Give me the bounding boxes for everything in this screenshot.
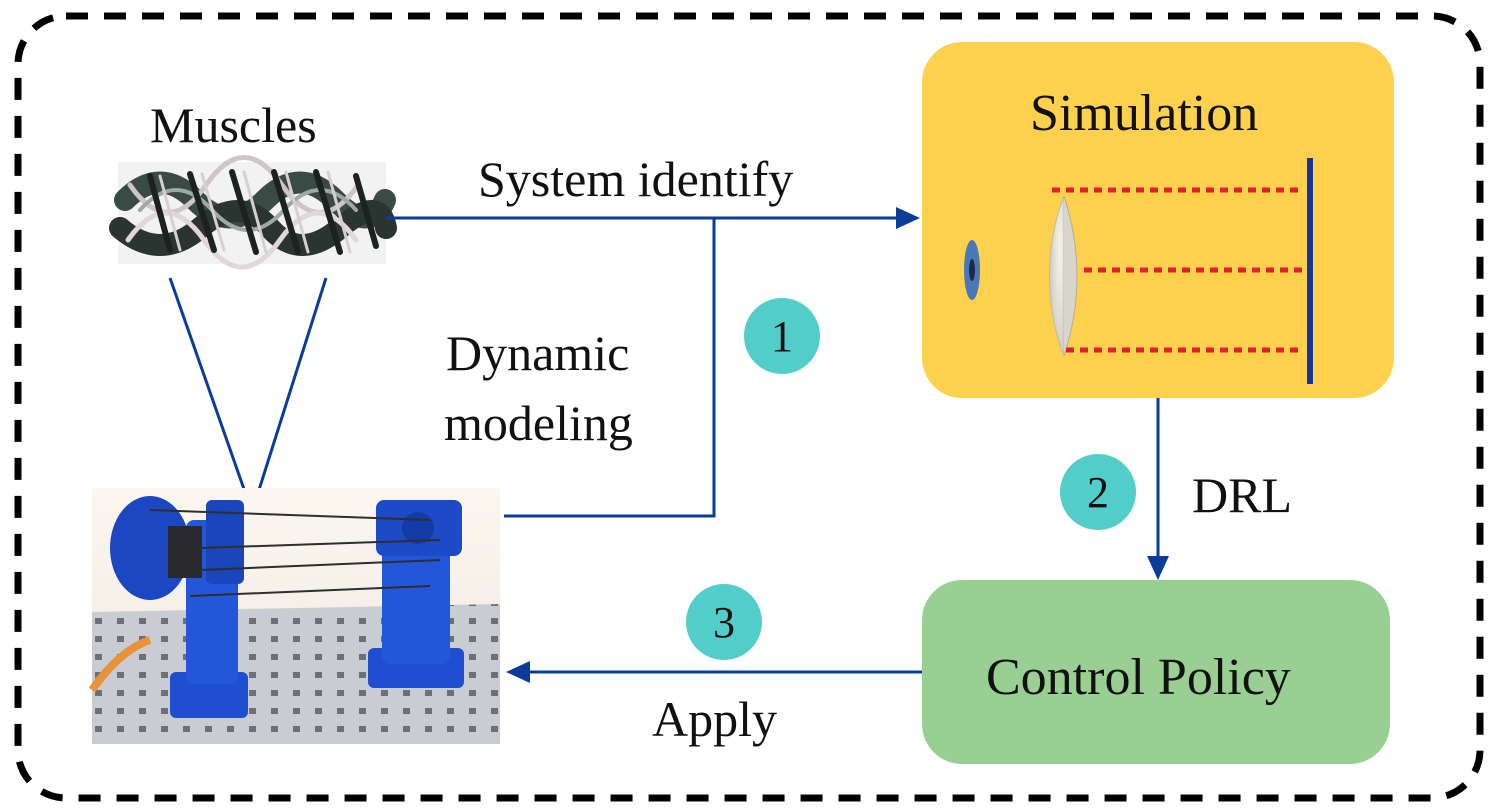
muscle-fiber-image (109, 155, 397, 270)
system-identify-arrowhead (896, 207, 920, 229)
apply-arrowhead (506, 661, 530, 683)
dynamic-modeling-line (504, 218, 716, 518)
apply-label: Apply (652, 691, 777, 747)
step-badge-1: 1 (744, 298, 820, 374)
robot-rig-photo (88, 488, 500, 744)
system-identify-label: System identify (478, 151, 794, 207)
step-badge-2: 2 (1060, 454, 1136, 530)
control-policy-title: Control Policy (986, 649, 1291, 706)
drl-label: DRL (1192, 467, 1292, 523)
simulation-title: Simulation (1030, 85, 1259, 142)
muscle-link-right (250, 277, 328, 513)
simulation-box (922, 42, 1394, 398)
dynamic-modeling-label-line2: modeling (444, 395, 633, 451)
control-policy-box (922, 580, 1390, 764)
step-badge-3: 3 (686, 584, 762, 660)
dynamic-modeling-label-line1: Dynamic (446, 325, 630, 381)
eye-icon (964, 195, 1078, 357)
muscle-link-left (168, 277, 254, 513)
drl-arrowhead (1147, 556, 1169, 580)
laser-lines (1052, 187, 1304, 353)
muscles-label: Muscles (150, 97, 317, 153)
